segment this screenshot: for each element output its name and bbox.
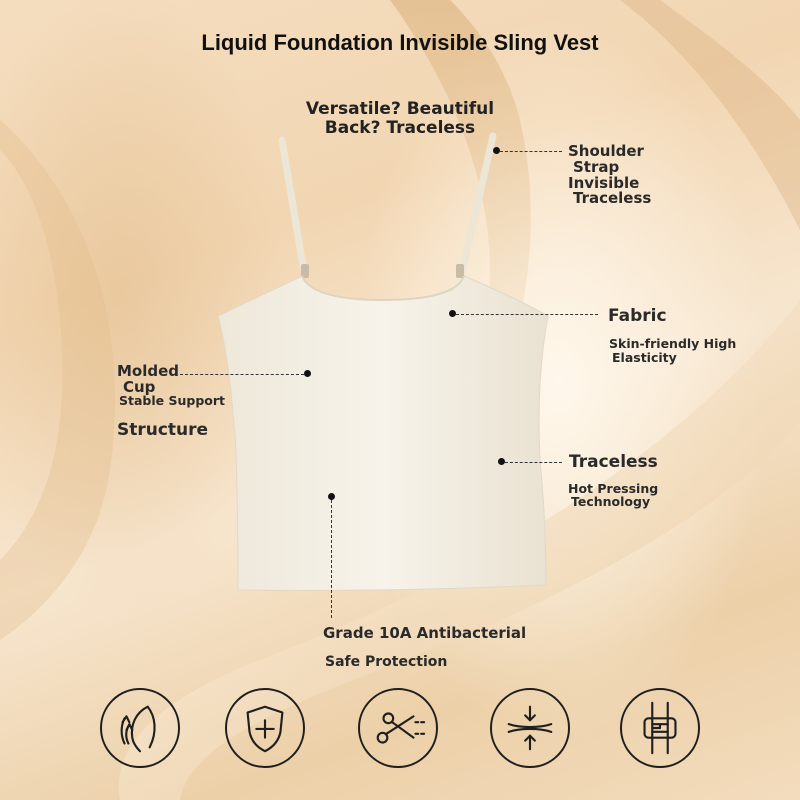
shoulder-label-3: Invisible [568,174,640,192]
shield-plus-icon [225,688,305,768]
compress-arrows-icon [490,688,570,768]
traceless-desc-1: Hot Pressing [568,481,659,496]
grade-callout-line [331,500,332,618]
traceless-callout-dot [498,458,505,465]
grade-callout-dot [328,493,335,500]
traceless-desc-2: Technology [571,494,651,509]
fabric-callout-dot [449,310,456,317]
molded-label-2: Cup [123,378,156,396]
traceless-title: Traceless [569,452,658,472]
molded-callout-dot [304,370,311,377]
fabric-title: Fabric [608,306,667,326]
cup-support-icon [100,688,180,768]
molded-callout-line [180,374,304,375]
shoulder-label-4: Traceless [573,189,652,207]
headline-line-1: Versatile? Beautiful [305,99,495,119]
fabric-desc-1: Skin-friendly High [609,336,737,351]
fabric-desc-2: Elasticity [612,350,677,365]
shoulder-label-2: Strap [573,158,620,176]
molded-label-3: Stable Support [119,393,225,408]
fabric-callout-line [456,314,598,315]
strap-buckle-icon [620,688,700,768]
molded-label-1: Molded [117,362,180,380]
grade-sub: Safe Protection [325,654,448,670]
traceless-callout-line [505,462,562,463]
headline-line-2: Back? Traceless [324,118,476,138]
shoulder-callout-dot [493,147,500,154]
molded-label-4: Structure [117,420,209,440]
shoulder-label-1: Shoulder [568,142,644,160]
shoulder-callout-line [500,151,562,152]
grade-title: Grade 10A Antibacterial [323,624,527,642]
scissors-cut-icon [358,688,438,768]
page-title: Liquid Foundation Invisible Sling Vest [201,30,599,55]
garment-body [217,275,549,591]
headline: Versatile? Beautiful Back? Traceless [300,100,500,138]
